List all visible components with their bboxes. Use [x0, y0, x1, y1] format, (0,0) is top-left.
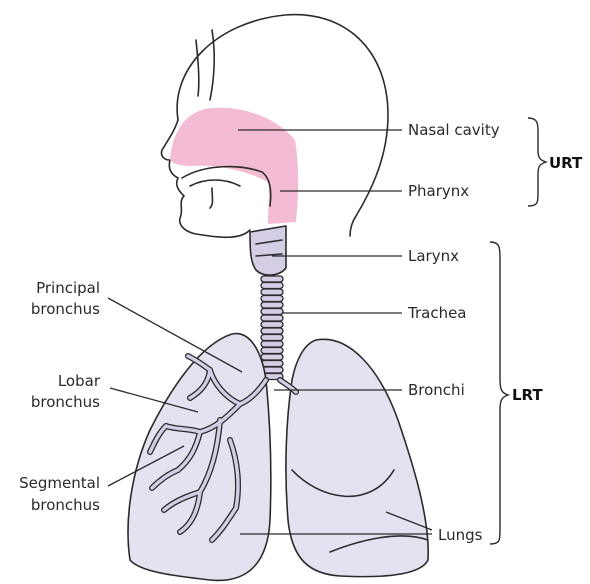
label-lungs: Lungs [438, 526, 483, 544]
brace-lrt [490, 242, 508, 544]
label-pharynx: Pharynx [408, 182, 469, 200]
trachea-ring [261, 302, 283, 308]
label-lobar-bronchus-line2: bronchus [31, 393, 100, 411]
label-nasal-cavity: Nasal cavity [408, 121, 500, 139]
larynx-shape [250, 226, 286, 275]
left-lung [128, 334, 271, 581]
upper-airway [170, 108, 298, 224]
trachea-ring [261, 348, 283, 354]
brace-urt [528, 118, 546, 206]
label-segmental-bronchus-line2: bronchus [31, 496, 100, 514]
trachea-ring [261, 361, 283, 367]
trachea-shape [261, 276, 283, 380]
trachea-ring [261, 283, 283, 289]
trachea-ring [261, 296, 283, 302]
label-principal-bronchus-line2: bronchus [31, 300, 100, 318]
label-bronchi: Bronchi [408, 381, 465, 399]
label-lrt: LRT [512, 386, 543, 404]
trachea-ring [261, 322, 283, 328]
trachea-ring [261, 341, 283, 347]
label-urt: URT [549, 154, 583, 172]
label-principal-bronchus-line1: Principal [36, 279, 100, 297]
nasal-cavity-shape [170, 108, 298, 224]
trachea-ring [261, 276, 283, 282]
trachea-ring [261, 315, 283, 321]
right-lung [286, 339, 428, 576]
label-lobar-bronchus-line1: Lobar [58, 372, 101, 390]
label-trachea: Trachea [407, 304, 467, 322]
label-segmental-bronchus-line1: Segmental [19, 474, 100, 492]
trachea-ring [261, 309, 283, 315]
trachea-ring [261, 335, 283, 341]
trachea-ring [261, 289, 283, 295]
trachea-ring [261, 328, 283, 334]
trachea-ring [261, 354, 283, 360]
label-larynx: Larynx [408, 247, 459, 265]
